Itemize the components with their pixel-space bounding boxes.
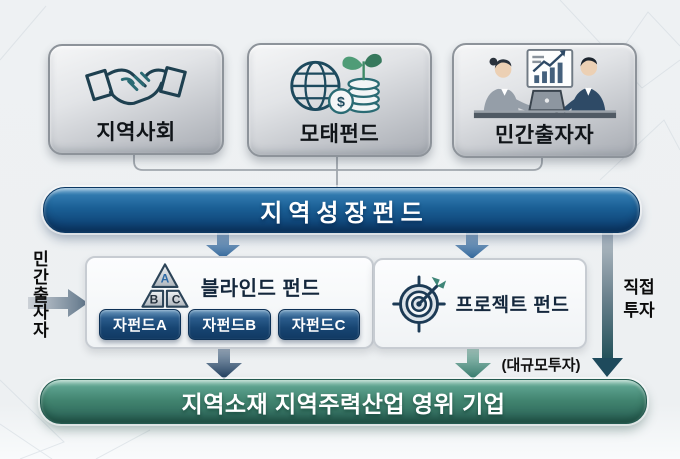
sources-bracket-line [133,151,543,171]
private-investor-side-label: 민간출자자 [33,250,49,341]
source-label-private-investors: 민간출자자 [494,124,595,147]
arrow-private-investor [28,289,88,317]
source-label-fund-of-funds: 모태펀드 [299,123,380,146]
abc-triangle-icon: A B C [141,263,189,308]
handshake-icon [50,52,222,118]
arrow-banner-to-blind [206,232,240,259]
arrow-banner-to-project [455,232,489,259]
svg-text:C: C [171,292,180,306]
direct-investment-label: 직접 투자 [616,276,662,322]
direct-investment-line [602,231,613,360]
main-fund-banner: 지역성장펀드 [43,187,640,233]
arrow-project-to-target [455,347,491,379]
large-scale-investment-note: (대규모투자) [501,357,581,374]
direct-investment-line1: 직접 [623,278,655,297]
subfund-a-chip: 자펀드A [99,309,182,340]
blind-fund-box: A B C 블라인드 펀드 자펀드A 자펀드B 자펀드C [85,256,374,349]
arrow-blind-to-target [206,347,242,379]
svg-text:A: A [160,272,169,286]
meeting-icon [454,48,635,122]
project-fund-title: 프로젝트 펀드 [455,295,570,316]
subfund-row: 자펀드A 자펀드B 자펀드C [99,309,360,340]
subfund-b-chip: 자펀드B [188,309,271,340]
target-icon [391,274,446,333]
direct-investment-line2: 투자 [623,301,655,320]
blind-fund-header: A B C 블라인드 펀드 [87,261,372,311]
globe-coins-icon: $ [249,50,430,120]
main-fund-label: 지역성장펀드 [260,199,429,227]
dollar-glyph: $ [337,94,345,110]
source-box-fund-of-funds: $ 모태펀드 [247,43,432,157]
blind-fund-title: 블라인드 펀드 [200,277,321,300]
project-fund-box: 프로젝트 펀드 [373,258,587,349]
source-label-community: 지역사회 [96,121,176,144]
subfund-c-chip: 자펀드C [277,309,360,340]
source-box-community: 지역사회 [48,44,224,155]
direct-investment-arrowhead [592,358,623,377]
source-box-private-investors: 민간출자자 [452,43,637,158]
target-companies-banner: 지역소재 지역주력산업 영위 기업 [40,379,647,424]
svg-text:B: B [149,292,158,306]
target-companies-label: 지역소재 지역주력산업 영위 기업 [181,390,506,417]
